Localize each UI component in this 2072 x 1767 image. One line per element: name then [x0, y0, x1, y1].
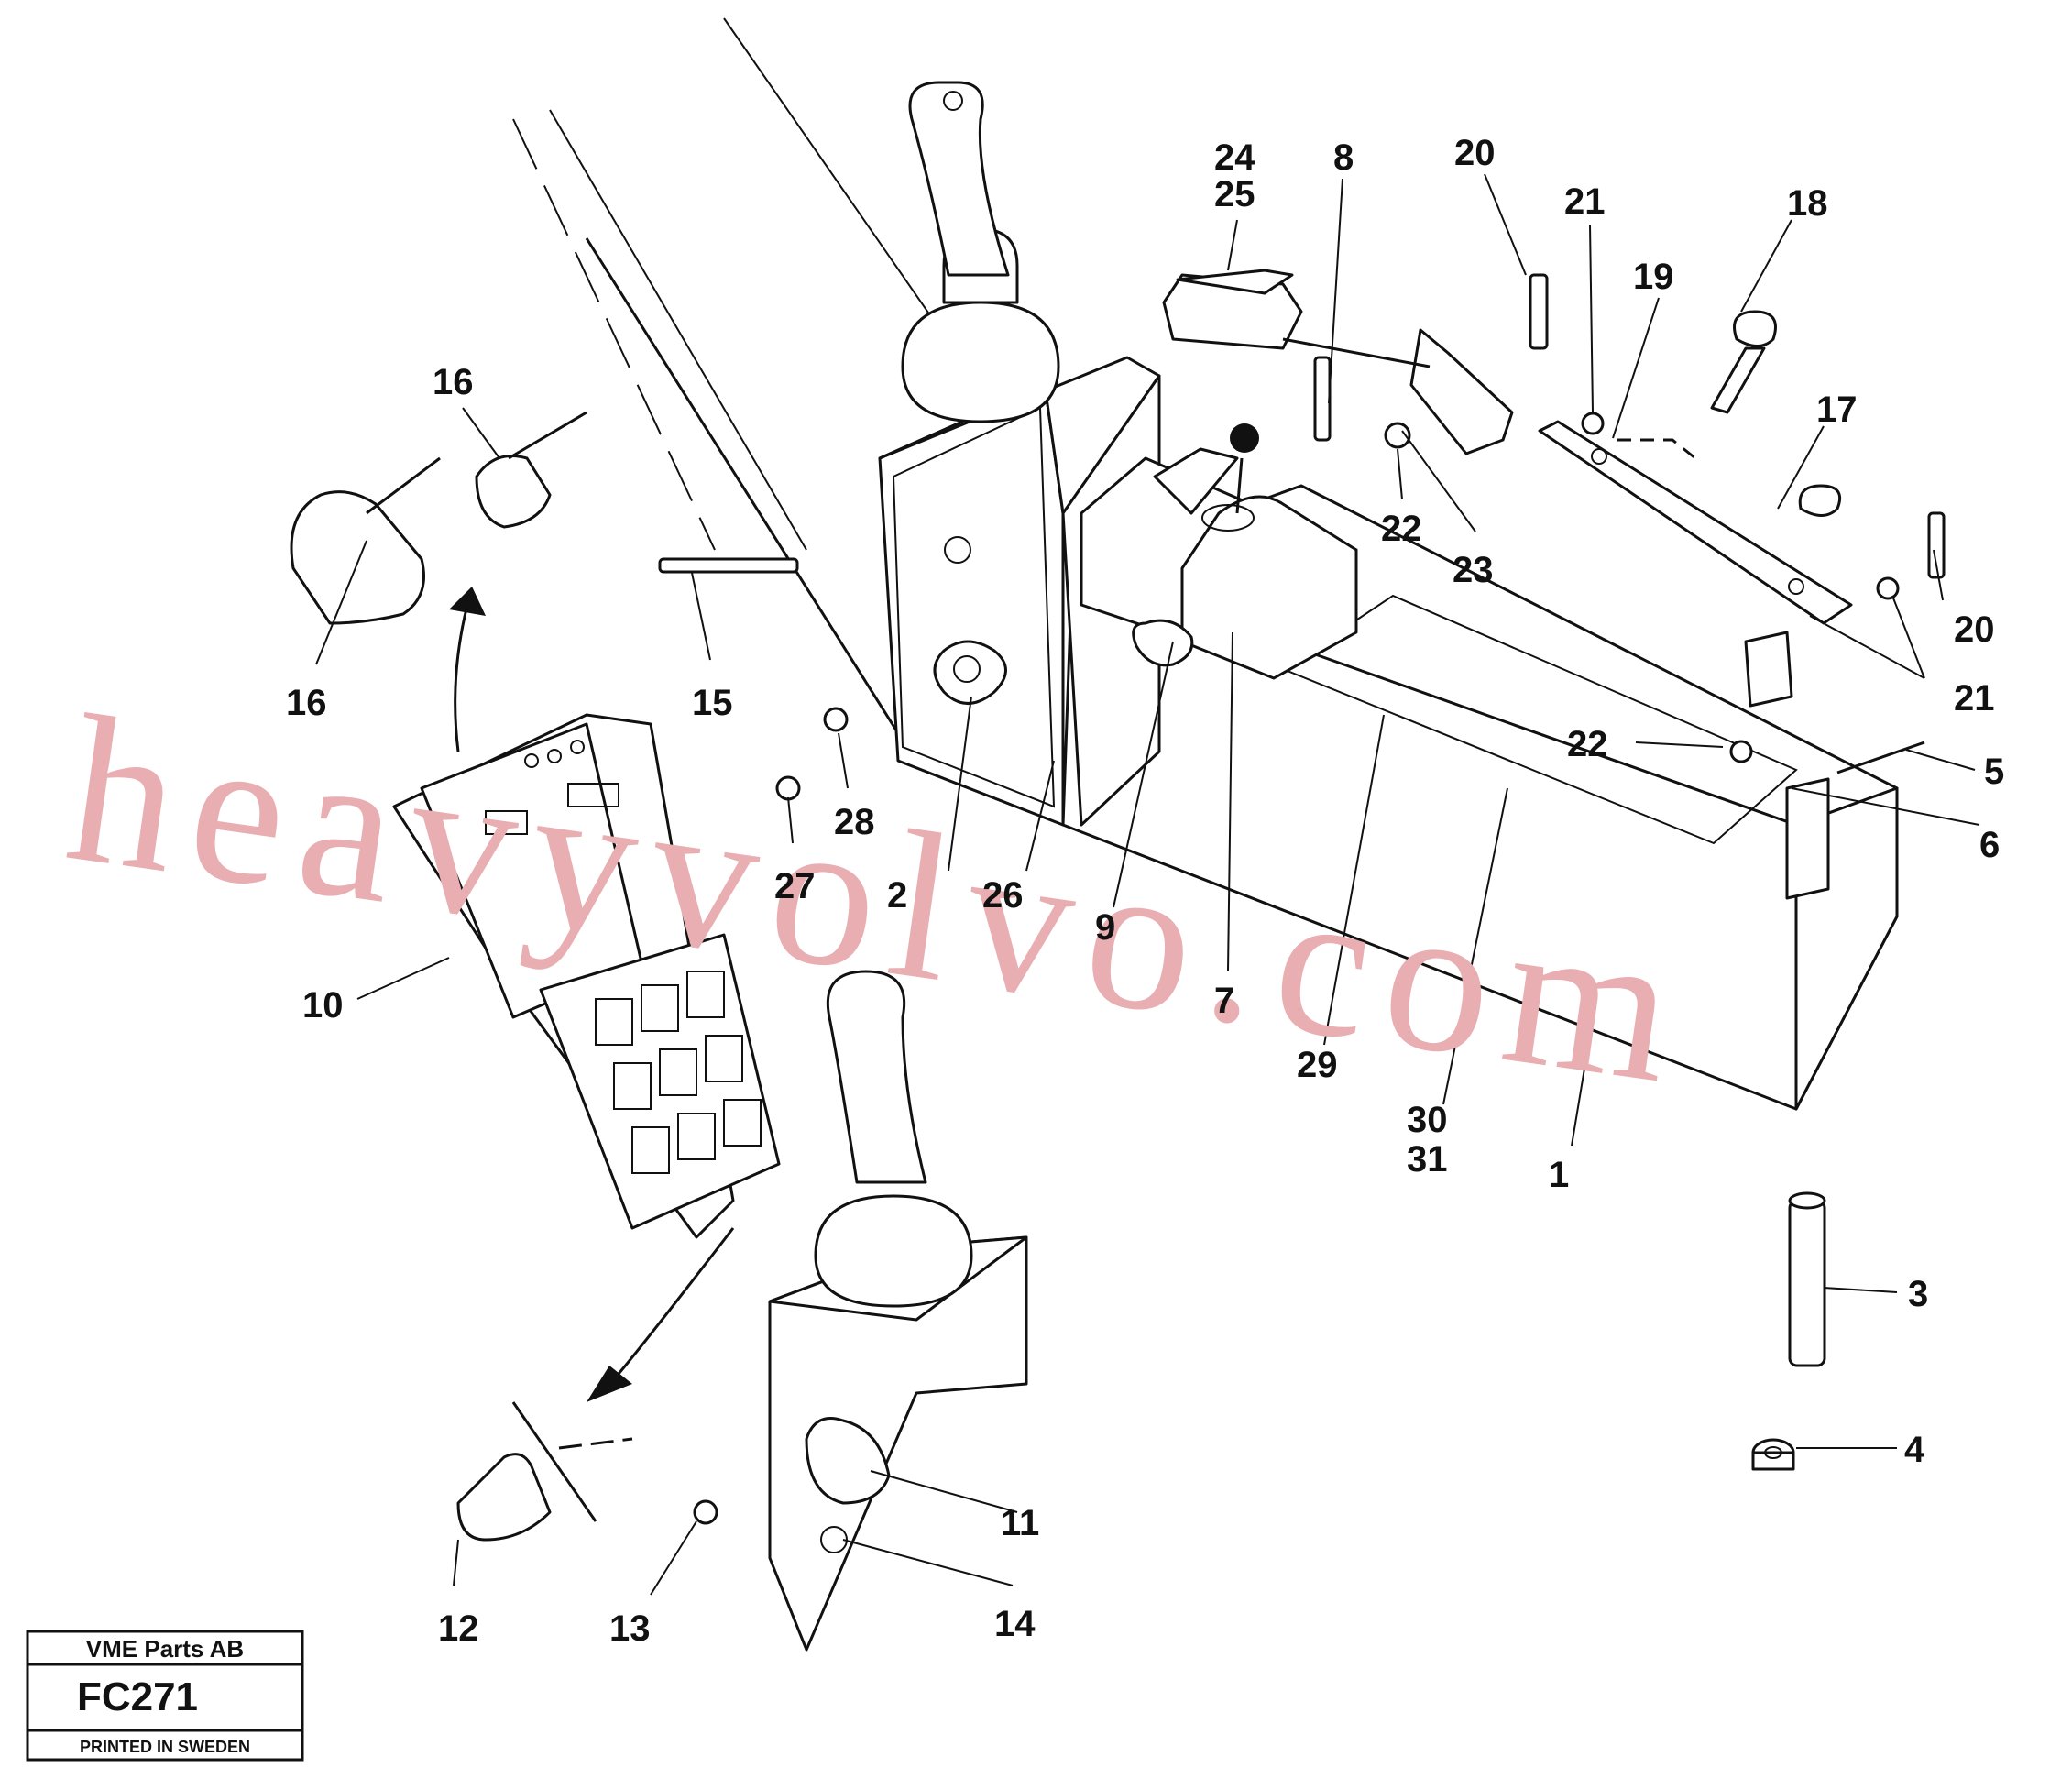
callout-21-top: 21 — [1564, 181, 1606, 222]
background-lines — [512, 17, 954, 734]
callout-25: 25 — [1214, 174, 1255, 214]
callout-16-bottom: 16 — [286, 683, 327, 723]
arrow-left-icon — [587, 1366, 632, 1402]
callout-21-right: 21 — [1954, 678, 1995, 719]
title-block-company: VME Parts AB — [86, 1635, 244, 1663]
callout-4: 4 — [1904, 1430, 1925, 1470]
callout-30: 30 — [1407, 1100, 1448, 1140]
callout-15: 15 — [692, 683, 733, 723]
callout-6: 6 — [1979, 825, 2000, 865]
callout-24: 24 — [1214, 137, 1255, 178]
callout-labels: 1 2 3 4 5 6 7 8 9 10 11 12 13 14 15 16 1… — [286, 133, 2004, 1649]
callout-8: 8 — [1333, 137, 1354, 178]
callout-18: 18 — [1787, 183, 1828, 224]
title-block-code: FC271 — [77, 1674, 198, 1719]
callout-16-top: 16 — [433, 362, 474, 402]
arrows — [449, 587, 735, 1402]
callout-14: 14 — [994, 1604, 1036, 1644]
callout-26: 26 — [982, 875, 1024, 916]
upper-joystick — [901, 81, 1060, 423]
rod-and-plate — [1744, 631, 1925, 1471]
title-block-footer: PRINTED IN SWEDEN — [80, 1738, 250, 1756]
callout-23: 23 — [1453, 550, 1494, 590]
callout-12: 12 — [438, 1608, 479, 1649]
callout-22-right: 22 — [1567, 724, 1608, 764]
bracket-17 — [1538, 420, 1853, 625]
callout-29: 29 — [1297, 1045, 1338, 1085]
callout-3: 3 — [1908, 1274, 1928, 1314]
lever-handle-assembly — [1162, 269, 1514, 455]
callout-11: 11 — [1001, 1503, 1039, 1543]
callout-20-top: 20 — [1454, 133, 1496, 173]
callout-28: 28 — [834, 802, 875, 842]
callout-19: 19 — [1633, 257, 1674, 297]
callout-5: 5 — [1984, 752, 2004, 792]
callout-22-top: 22 — [1381, 509, 1422, 549]
knobs — [1710, 310, 1842, 517]
arrow-up-icon — [449, 587, 486, 616]
callout-2: 2 — [887, 875, 907, 916]
callout-7: 7 — [1214, 981, 1234, 1021]
leader-lines — [315, 173, 1980, 1596]
detail-16 — [290, 411, 587, 625]
gear-lever-housing — [1080, 423, 1358, 680]
callout-31: 31 — [1407, 1139, 1448, 1180]
callout-10: 10 — [302, 985, 344, 1026]
keypad-keys — [595, 971, 762, 1174]
callout-1: 1 — [1549, 1155, 1569, 1195]
title-block: VME Parts AB FC271 PRINTED IN SWEDEN — [26, 1630, 304, 1762]
callout-9: 9 — [1095, 907, 1115, 948]
callout-17: 17 — [1816, 390, 1858, 430]
left-joystick-housing — [456, 970, 1028, 1652]
callout-27: 27 — [774, 866, 816, 906]
panel-leds — [485, 740, 619, 835]
gear-knob-icon — [1230, 423, 1259, 453]
callout-20-right: 20 — [1954, 609, 1995, 650]
callout-13: 13 — [609, 1608, 651, 1649]
screws — [658, 273, 1946, 1525]
control-panel — [392, 713, 781, 1239]
